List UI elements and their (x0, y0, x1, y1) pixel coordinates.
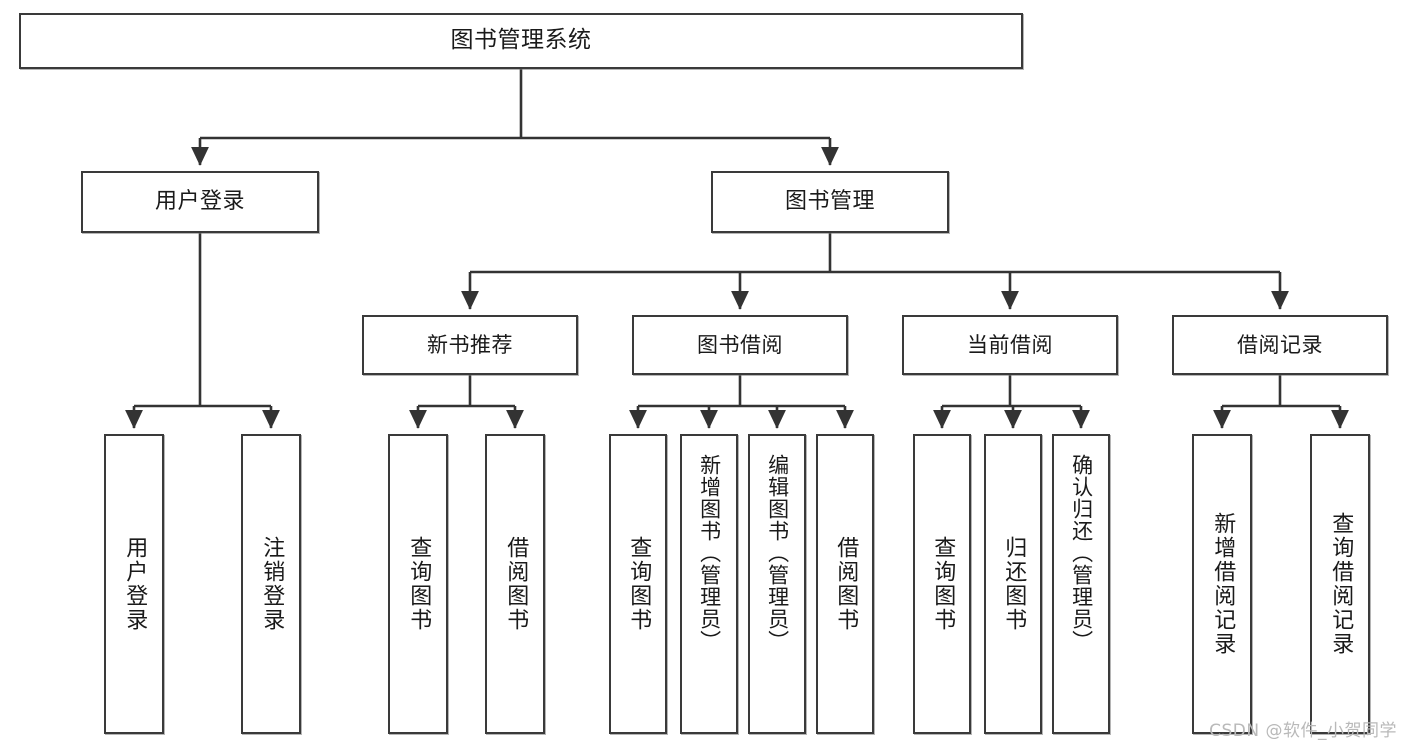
node-leaf-user-login-label: 用户登录 (122, 536, 148, 632)
csdn-watermark: CSDN @软件_小贺同学 (1209, 721, 1397, 741)
node-leaf-add-book-admin-label: 新增图书（管理员） (697, 454, 722, 652)
node-leaf-borrow-book-2[interactable]: 借阅图书 (816, 434, 874, 734)
node-leaf-query-book-1-label: 查询图书 (406, 536, 432, 632)
node-leaf-return-book[interactable]: 归还图书 (984, 434, 1042, 734)
leaf-text-wrap: 新增图书（管理员） (682, 436, 736, 732)
node-leaf-query-book-2-label: 查询图书 (626, 536, 652, 632)
node-leaf-query-book-3-label: 查询图书 (930, 536, 956, 632)
node-leaf-query-borrow-record-label: 查询借阅记录 (1328, 512, 1354, 656)
node-leaf-query-book-2[interactable]: 查询图书 (609, 434, 667, 734)
node-leaf-query-book-1[interactable]: 查询图书 (388, 434, 448, 734)
node-book-borrow[interactable]: 图书借阅 (632, 315, 848, 375)
leaf-text-wrap: 查询图书 (390, 436, 446, 732)
node-book-manage[interactable]: 图书管理 (711, 171, 949, 233)
leaf-text-wrap: 用户登录 (106, 436, 162, 732)
node-leaf-query-borrow-record[interactable]: 查询借阅记录 (1310, 434, 1370, 734)
node-user-login[interactable]: 用户登录 (81, 171, 319, 233)
leaf-text-wrap: 确认归还（管理员） (1054, 436, 1108, 732)
node-leaf-confirm-return-admin-label: 确认归还（管理员） (1069, 454, 1094, 652)
node-leaf-return-book-label: 归还图书 (1001, 536, 1027, 632)
node-new-book-recommend-label: 新书推荐 (427, 332, 513, 357)
node-new-book-recommend[interactable]: 新书推荐 (362, 315, 578, 375)
leaf-text-wrap: 编辑图书（管理员） (750, 436, 804, 732)
node-leaf-logout-login[interactable]: 注销登录 (241, 434, 301, 734)
leaf-text-wrap: 新增借阅记录 (1194, 436, 1250, 732)
leaf-text-wrap: 查询借阅记录 (1312, 436, 1368, 732)
node-leaf-borrow-book-1[interactable]: 借阅图书 (485, 434, 545, 734)
leaf-text-wrap: 查询图书 (611, 436, 665, 732)
node-root[interactable]: 图书管理系统 (19, 13, 1023, 69)
node-current-borrow[interactable]: 当前借阅 (902, 315, 1118, 375)
leaf-text-wrap: 注销登录 (243, 436, 299, 732)
node-leaf-query-book-3[interactable]: 查询图书 (913, 434, 971, 734)
node-leaf-borrow-book-1-label: 借阅图书 (503, 536, 529, 632)
node-leaf-borrow-book-2-label: 借阅图书 (833, 536, 859, 632)
node-leaf-edit-book-admin-label: 编辑图书（管理员） (765, 454, 790, 652)
node-book-manage-label: 图书管理 (784, 189, 875, 215)
node-borrow-record[interactable]: 借阅记录 (1172, 315, 1388, 375)
leaf-text-wrap: 借阅图书 (487, 436, 543, 732)
node-leaf-add-borrow-record-label: 新增借阅记录 (1210, 512, 1236, 656)
node-leaf-logout-login-label: 注销登录 (259, 536, 285, 632)
node-book-borrow-label: 图书借阅 (697, 332, 783, 357)
leaf-text-wrap: 借阅图书 (818, 436, 872, 732)
node-leaf-add-borrow-record[interactable]: 新增借阅记录 (1192, 434, 1252, 734)
leaf-text-wrap: 查询图书 (915, 436, 969, 732)
node-borrow-record-label: 借阅记录 (1237, 332, 1323, 357)
node-leaf-add-book-admin[interactable]: 新增图书（管理员） (680, 434, 738, 734)
node-root-label: 图书管理系统 (450, 27, 592, 54)
node-leaf-user-login[interactable]: 用户登录 (104, 434, 164, 734)
node-leaf-confirm-return-admin[interactable]: 确认归还（管理员） (1052, 434, 1110, 734)
node-current-borrow-label: 当前借阅 (967, 332, 1053, 357)
leaf-text-wrap: 归还图书 (986, 436, 1040, 732)
node-user-login-label: 用户登录 (154, 189, 245, 215)
node-leaf-edit-book-admin[interactable]: 编辑图书（管理员） (748, 434, 806, 734)
